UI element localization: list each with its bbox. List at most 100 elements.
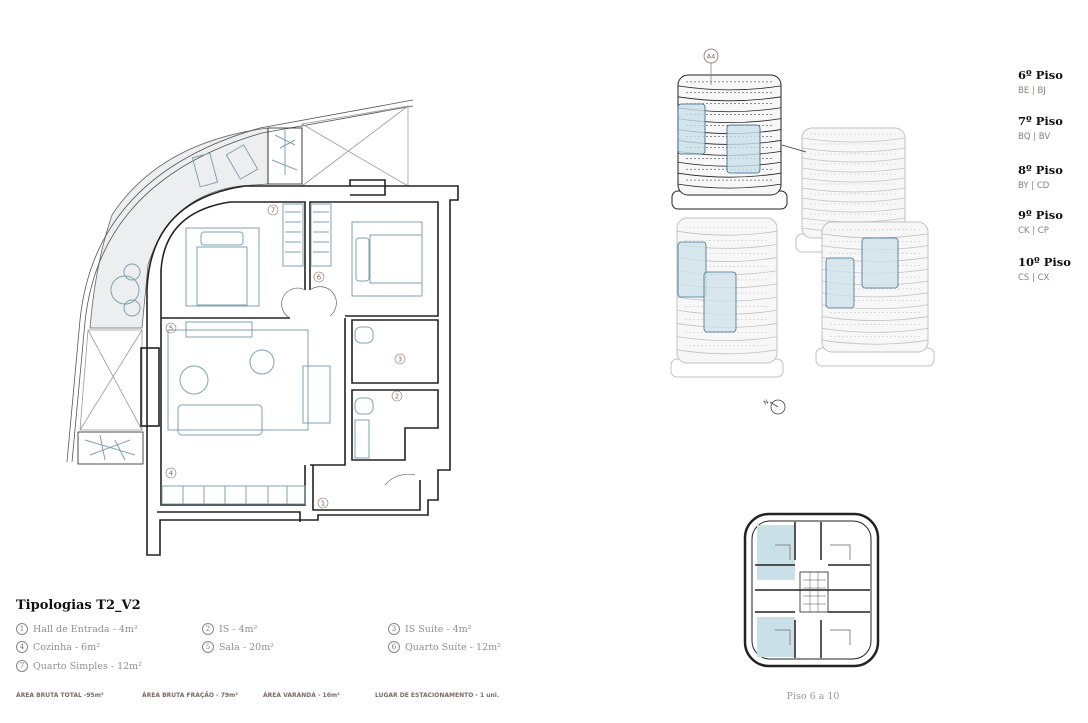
tv-unit [185, 321, 253, 338]
stat-balcony-area: ÁREA VARANDA - 16m² [263, 692, 340, 699]
legend-label: Quarto Simples - 12m² [33, 660, 142, 672]
floor-units: CK | CP [1018, 226, 1049, 236]
room-marker-1: 1 [317, 497, 329, 509]
room-marker-2: 2 [391, 390, 403, 402]
svg-text:N: N [763, 398, 770, 406]
furniture [161, 203, 423, 505]
svg-text:6: 6 [317, 274, 322, 282]
room-number-badge: 3 [388, 623, 400, 635]
dining-table [302, 365, 331, 424]
wardrobe [310, 203, 332, 267]
floor-entry: 10º Piso CS | CX [1018, 255, 1071, 283]
floor-name: 9º Piso [1018, 208, 1063, 222]
toilet [354, 326, 374, 344]
bedroom-6-wall [309, 201, 439, 317]
walls [140, 179, 459, 556]
room-number-badge: 4 [16, 641, 28, 653]
floor-line [801, 177, 906, 183]
legend-label: Sala - 20m² [219, 641, 275, 653]
balcony [66, 99, 414, 465]
svg-text:A4: A4 [707, 53, 716, 61]
highlighted-unit [757, 525, 795, 580]
void-cross [79, 329, 143, 431]
svg-text:1: 1 [321, 500, 325, 508]
floor-units: CS | CX [1018, 273, 1050, 283]
room-markers: 1 2 3 4 5 6 7 [165, 204, 406, 509]
outer-wall [146, 185, 459, 556]
stat-gross-area: ÁREA BRUTA TOTAL -95m² [16, 692, 104, 699]
legend-label: Hall de Entrada - 4m² [33, 623, 138, 635]
highlighted-units [825, 257, 855, 309]
room-number-badge: 7 [16, 660, 28, 672]
wardrobe [282, 203, 304, 267]
room-number-badge: 2 [202, 623, 214, 635]
plant-icon [271, 130, 298, 175]
building [670, 217, 784, 378]
floor-line [801, 147, 906, 153]
pillow [200, 231, 244, 246]
floor-line [677, 85, 782, 91]
bench [355, 237, 370, 282]
floor-line [676, 349, 778, 355]
floor-units: BQ | BV [1018, 132, 1051, 142]
floor-name: 10º Piso [1018, 255, 1071, 269]
planter [77, 431, 144, 465]
armchair [249, 349, 275, 375]
bed [369, 234, 423, 284]
highlighted-units [726, 124, 761, 174]
legend-item: 7 Quarto Simples - 12m² [16, 660, 142, 672]
balcony-rail [71, 105, 414, 463]
svg-text:3: 3 [398, 356, 402, 364]
wall-detail [157, 179, 386, 522]
balcony-outer-edge [66, 99, 414, 463]
kitchen-cabinets [182, 486, 288, 504]
floor-entry: 7º Piso BQ | BV [1018, 114, 1063, 142]
lounge-chair [225, 144, 259, 180]
room-marker-6: 6 [313, 271, 325, 283]
key-plan [743, 512, 880, 668]
floor-line [801, 157, 906, 163]
typology-title: Tipologias T2_V2 [16, 598, 141, 613]
planter [267, 127, 303, 185]
floor-name: 7º Piso [1018, 114, 1063, 128]
floor-line [676, 336, 778, 342]
room-marker-7: 7 [267, 204, 279, 216]
bath-2-wall [351, 389, 439, 461]
stat-parking: LUGAR DE ESTACIONAMENTO - 1 uni. [375, 692, 500, 699]
legend-item: 3 IS Suíte - 4m² [388, 623, 472, 635]
building-label-a4: A4 [703, 48, 719, 85]
kitchen-counter [161, 485, 306, 505]
bed-rug [185, 227, 260, 307]
toilet [354, 397, 374, 415]
floor-line [821, 339, 929, 345]
legend-label: IS Suíte - 4m² [405, 623, 472, 635]
plant-icon [84, 434, 136, 461]
chair [123, 299, 141, 317]
room-marker-4: 4 [165, 467, 177, 479]
compass-icon: N [763, 398, 786, 415]
legend-label: IS - 4m² [219, 623, 258, 635]
lounge-chair [191, 152, 219, 188]
floor-line [821, 327, 929, 333]
floor-units: BY | CD [1018, 181, 1050, 191]
svg-text:2: 2 [395, 393, 399, 401]
rug [167, 329, 309, 431]
floor-line [677, 96, 782, 102]
room-marker-5: 5 [165, 322, 177, 334]
bedroom-7-wall [160, 201, 306, 318]
building [815, 221, 935, 367]
floor-line [821, 316, 929, 321]
key-plan-caption: Piso 6 a 10 [786, 691, 840, 702]
sofa [177, 404, 263, 436]
highlighted-units [677, 103, 706, 155]
floor-line [801, 207, 906, 213]
chair [123, 263, 141, 281]
window [140, 347, 160, 427]
door-swing [281, 286, 416, 486]
